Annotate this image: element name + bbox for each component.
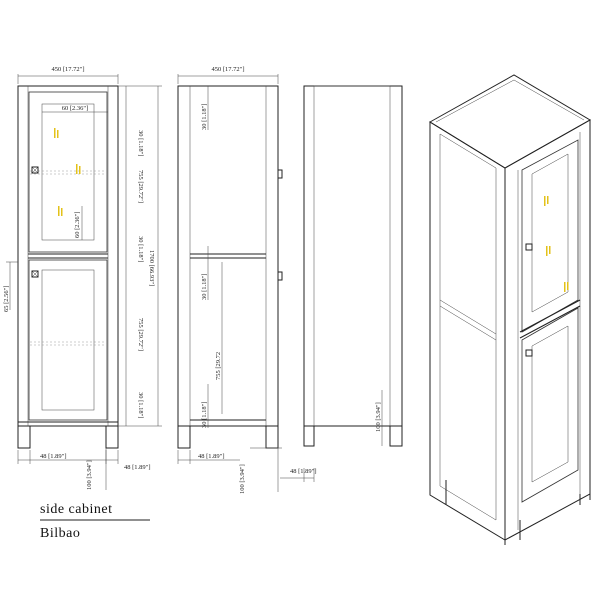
caption: side cabinet Bilbao [40, 502, 150, 541]
dim-right-leg-48: 48 [1.89"] [290, 468, 316, 475]
front-lower-door [28, 259, 108, 421]
iso-upper-handle-icon [525, 243, 533, 251]
caption-title: side cabinet [40, 502, 112, 517]
front-upper-glass [41, 103, 95, 241]
dim-leg-48-left: 48 [1.89"] [40, 453, 66, 460]
side-leg-left [177, 425, 191, 449]
dim-width-front: 450 [17.72"] [52, 66, 85, 73]
dim-bottom-rail-30: 30 [1.18"] [137, 392, 144, 418]
front-lower-handle-icon [31, 270, 39, 278]
dim-side-755: 755 [29.72 [215, 352, 222, 380]
iso-side-face [429, 121, 506, 541]
dim-side-top-30: 30 [1.18"] [201, 104, 208, 130]
edge-leg-left [303, 425, 315, 447]
iso-top-face [429, 74, 591, 169]
front-view: 450 [17.72"] 60 [2.36"] 60 [2.36"] 30 [1… [3, 66, 162, 490]
front-outer-frame [17, 85, 119, 427]
side-lower-handle-icon [277, 271, 283, 281]
dim-handle-65: 65 [2.56"] [3, 286, 10, 312]
dim-side-leg-100: 100 [3.94"] [239, 464, 246, 494]
dim-frame-60-h: 60 [2.36"] [62, 105, 88, 112]
dim-right-leg-100: 100 [3.94"] [375, 402, 382, 432]
front-leg-right [105, 425, 119, 449]
dim-frame-60-v: 60 [2.36"] [74, 212, 81, 238]
dim-mid-rail-30: 30 [1.18"] [137, 236, 144, 262]
isometric-view [429, 74, 591, 545]
edge-view: 100 [3.94"] 48 [1.89"] [280, 85, 403, 482]
front-upper-door [28, 91, 108, 253]
dim-leg-100-front: 100 [3.94"] [86, 460, 93, 490]
iso-upper-door [521, 139, 579, 333]
side-leg-right [265, 425, 279, 449]
iso-lower-door [521, 307, 579, 503]
dim-leg-48-right: 48 [1.89"] [124, 464, 150, 471]
dim-side-bottom-30: 30 [1.18"] [201, 402, 208, 428]
side-view: 450 [17.72"] 30 [1.18"] 30 [1.18"] 755 [… [177, 66, 283, 494]
front-leg-left [17, 425, 31, 449]
side-outer-frame [177, 85, 279, 427]
dim-side-mid-30: 30 [1.18"] [201, 274, 208, 300]
dim-upper-door-755: 755 [29.72"] [137, 170, 144, 203]
dim-lower-door-755: 755 [29.72"] [137, 318, 144, 351]
caption-subtitle: Bilbao [40, 526, 80, 541]
edge-outer-frame [303, 85, 403, 427]
side-upper-handle-icon [277, 169, 283, 179]
edge-leg-right [389, 425, 403, 447]
dim-top-rail-30: 30 [1.18"] [137, 130, 144, 156]
front-lower-panel [41, 269, 95, 411]
iso-lower-handle-icon [525, 349, 533, 357]
dim-side-leg-48: 48 [1.89"] [198, 453, 224, 460]
dim-width-side: 450 [17.72"] [212, 66, 245, 73]
dim-total-height: 1700 [66.93"] [148, 250, 155, 286]
front-upper-handle-icon [31, 166, 39, 174]
